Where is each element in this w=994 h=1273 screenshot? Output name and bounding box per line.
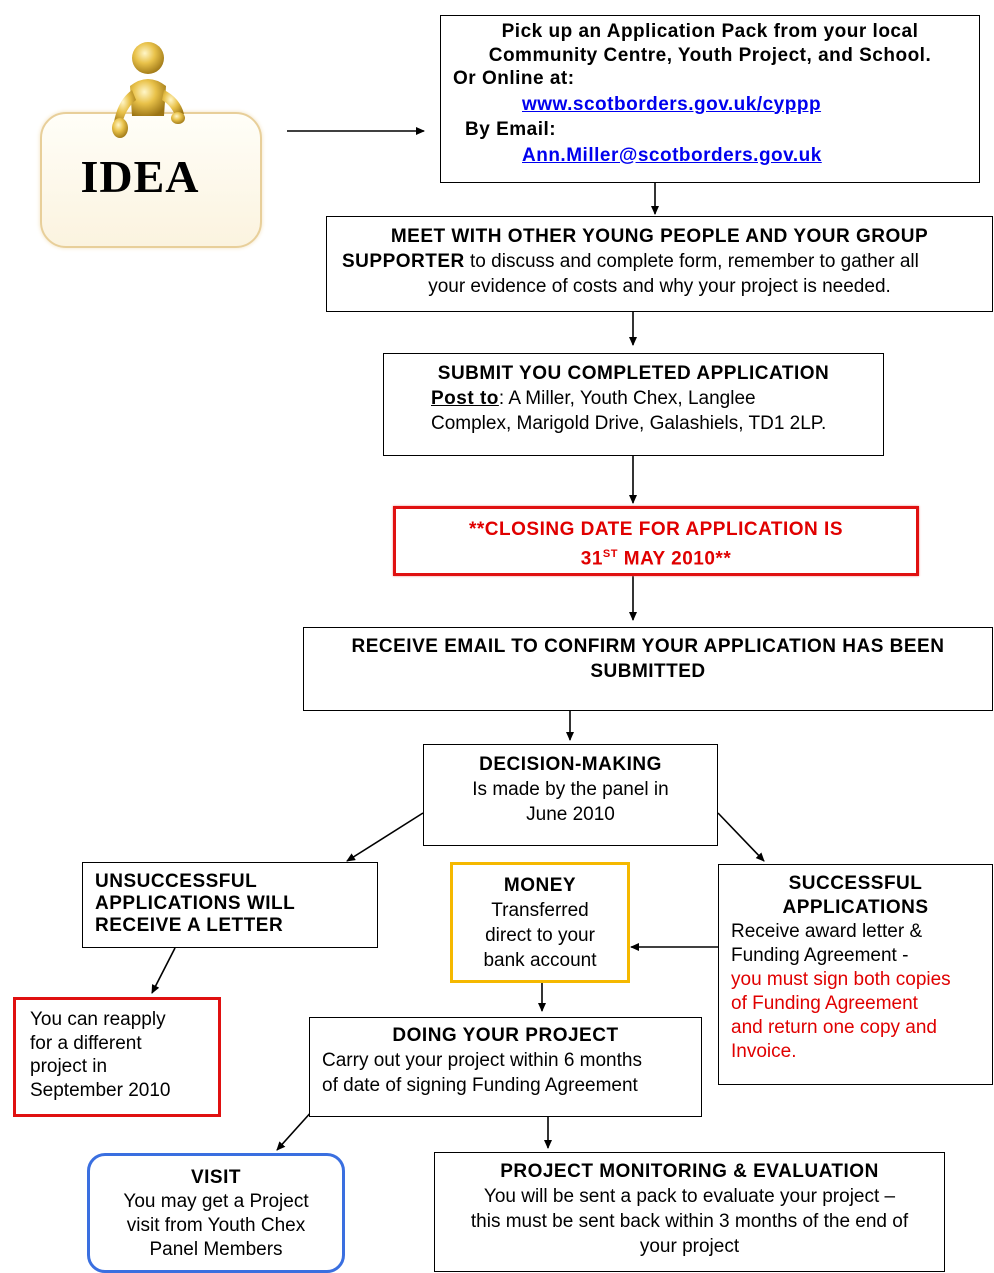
post-address-2: Complex, Marigold Drive, Galashiels, TD1…: [431, 413, 827, 434]
visit-line-1: You may get a Project: [123, 1191, 309, 1212]
unsuccessful-line-3: RECEIVE A LETTER: [95, 915, 284, 936]
reapply-line-2: for a different: [30, 1032, 142, 1054]
closing-date-box: **CLOSING DATE FOR APPLICATION IS 31ST M…: [393, 506, 919, 576]
monitoring-box: PROJECT MONITORING & EVALUATION You will…: [434, 1152, 945, 1272]
arrow-unsuccessful-to-reapply: [151, 947, 176, 994]
website-link[interactable]: www.scotborders.gov.uk/cyppp: [522, 93, 822, 115]
decision-heading: DECISION-MAKING: [479, 754, 662, 775]
visit-line-3: Panel Members: [149, 1239, 283, 1260]
unsuccessful-line-1: UNSUCCESSFUL: [95, 871, 258, 892]
submit-heading: SUBMIT YOU COMPLETED APPLICATION: [437, 363, 830, 384]
meet-text-1: to discuss and complete form, remember t…: [464, 251, 919, 272]
doing-line-1: Carry out your project within 6 months: [322, 1050, 642, 1071]
reapply-line-3: project in: [30, 1056, 108, 1077]
meet-group-box: MEET WITH OTHER YOUNG PEOPLE AND YOUR GR…: [326, 216, 993, 312]
successful-red-1: you must sign both copies: [731, 969, 951, 990]
money-heading: MONEY: [503, 875, 577, 896]
decision-line-1: Is made by the panel in: [472, 779, 669, 800]
email-label: By Email:: [465, 119, 557, 140]
successful-heading-1: SUCCESSFUL: [788, 873, 923, 894]
money-line-1: Transferred: [491, 900, 589, 921]
closing-line-1: **CLOSING DATE FOR APPLICATION IS: [469, 519, 843, 540]
money-line-2: direct to your: [485, 925, 595, 946]
idea-card: [40, 112, 262, 248]
unsuccessful-line-2: APPLICATIONS WILL: [95, 893, 296, 914]
doing-project-box: DOING YOUR PROJECT Carry out your projec…: [309, 1017, 702, 1117]
meet-heading: MEET WITH OTHER YOUNG PEOPLE AND YOUR GR…: [390, 226, 929, 247]
closing-month: MAY 2010**: [617, 548, 732, 570]
closing-day-suffix: ST: [602, 548, 618, 560]
application-pack-box: Pick up an Application Pack from your lo…: [440, 15, 980, 183]
successful-line-1: Receive award letter &: [731, 921, 923, 942]
successful-red-2: of Funding Agreement: [731, 993, 918, 1014]
successful-line-2: Funding Agreement -: [731, 945, 909, 966]
decision-line-2: June 2010: [526, 804, 615, 825]
confirm-email-box: RECEIVE EMAIL TO CONFIRM YOUR APPLICATIO…: [303, 627, 993, 711]
closing-day: 31: [580, 548, 603, 570]
pack-line-2: Community Centre, Youth Project, and Sch…: [488, 44, 932, 66]
online-label: Or Online at:: [453, 68, 575, 89]
confirm-line-1: RECEIVE EMAIL TO CONFIRM YOUR APPLICATIO…: [351, 636, 945, 657]
monitoring-line-3: your project: [639, 1236, 740, 1257]
reapply-box: You can reapply for a different project …: [13, 997, 221, 1117]
confirm-line-2: SUBMITTED: [590, 661, 706, 682]
money-line-3: bank account: [483, 950, 597, 971]
monitoring-line-2: this must be sent back within 3 months o…: [470, 1211, 909, 1232]
successful-red-3: and return one copy and: [731, 1017, 937, 1038]
decision-making-box: DECISION-MAKING Is made by the panel in …: [423, 744, 718, 846]
doing-line-2: of date of signing Funding Agreement: [322, 1075, 638, 1096]
monitoring-heading: PROJECT MONITORING & EVALUATION: [500, 1161, 879, 1182]
submit-application-box: SUBMIT YOU COMPLETED APPLICATION Post to…: [383, 353, 884, 456]
arrow-doing-to-visit: [276, 1109, 314, 1151]
closing-line-2: 31ST MAY 2010**: [396, 542, 916, 571]
successful-box: SUCCESSFUL APPLICATIONS Receive award le…: [718, 864, 993, 1085]
arrow-decision-to-unsuccessful: [346, 812, 424, 862]
visit-line-2: visit from Youth Chex: [126, 1215, 306, 1236]
reapply-line-4: September 2010: [30, 1079, 171, 1101]
post-address-1: : A Miller, Youth Chex, Langlee: [498, 388, 756, 409]
post-to-label: Post to: [431, 388, 499, 409]
visit-heading: VISIT: [190, 1167, 241, 1188]
money-box: MONEY Transferred direct to your bank ac…: [450, 862, 630, 983]
supporter-heading: SUPPORTER: [342, 251, 465, 272]
visit-box: VISIT You may get a Project visit from Y…: [87, 1153, 345, 1273]
pack-line-1: Pick up an Application Pack from your lo…: [501, 21, 919, 42]
unsuccessful-box: UNSUCCESSFUL APPLICATIONS WILL RECEIVE A…: [82, 862, 378, 948]
successful-heading-2: APPLICATIONS: [782, 897, 929, 918]
successful-red-4: Invoice.: [731, 1041, 797, 1062]
gold-figure-icon: [112, 42, 185, 138]
meet-text-2: your evidence of costs and why your proj…: [428, 276, 891, 297]
doing-heading: DOING YOUR PROJECT: [392, 1025, 619, 1046]
arrow-decision-to-successful: [717, 812, 765, 862]
email-link[interactable]: Ann.Miller@scotborders.gov.uk: [522, 144, 822, 166]
monitoring-line-1: You will be sent a pack to evaluate your…: [483, 1186, 896, 1207]
idea-label: IDEA: [80, 151, 200, 202]
reapply-line-1: You can reapply: [30, 1009, 166, 1030]
